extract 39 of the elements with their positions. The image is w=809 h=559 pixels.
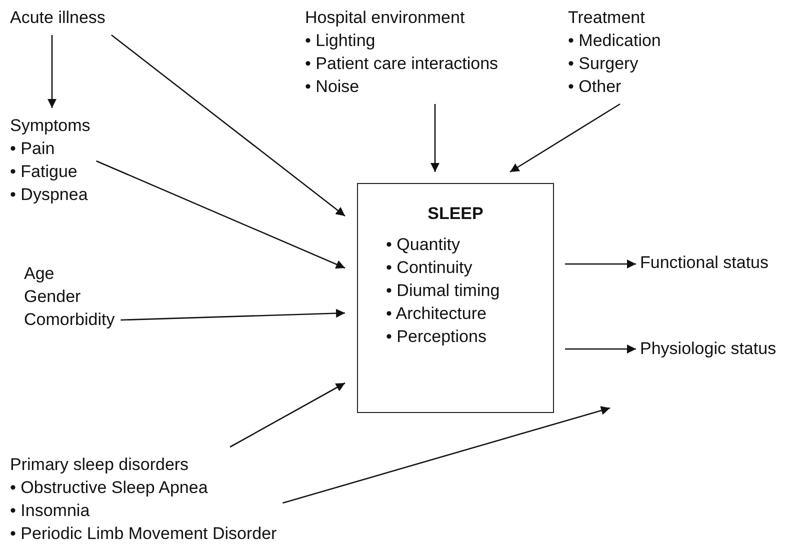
arrow (111, 34, 346, 217)
arrow (282, 406, 610, 504)
list-item: • Fatigue (10, 161, 78, 183)
arrow (230, 382, 346, 448)
list-item: • Pain (10, 138, 56, 160)
arrow (96, 160, 346, 269)
list-item: Gender (24, 286, 82, 308)
list-item: • Dyspnea (10, 184, 89, 206)
list-item: • Quantity (386, 234, 461, 256)
arrow (120, 308, 346, 321)
factor-label: Treatment (568, 7, 646, 29)
factor-label: Physiologic status (640, 338, 776, 360)
factor-label: Acute illness (10, 7, 106, 29)
arrow (430, 104, 440, 172)
list-item: • Continuity (386, 257, 474, 279)
arrow (48, 35, 56, 108)
factor-label: Functional status (640, 252, 769, 274)
arrow (565, 260, 636, 268)
process-box (357, 183, 554, 413)
arrow (565, 344, 636, 354)
list-item: • Insomnia (10, 500, 91, 522)
list-item: • Diumal timing (386, 280, 501, 302)
box-title: SLEEP (426, 203, 484, 225)
factor-label: Age (24, 263, 56, 285)
list-item: • Obstructive Sleep Apnea (10, 477, 209, 499)
arrow (510, 103, 620, 173)
factor-label: Symptoms (10, 115, 90, 137)
list-item: • Patient care interactions (305, 53, 498, 75)
list-item: • Perceptions (386, 326, 488, 348)
factor-label: Primary sleep disorders (10, 454, 190, 476)
list-item: • Noise (305, 76, 360, 98)
factor-label: Hospital environment (305, 7, 466, 29)
list-item: • Architecture (386, 303, 488, 325)
list-item: • Other (568, 76, 622, 98)
list-item: • Lighting (305, 30, 376, 52)
list-item: • Medication (568, 30, 661, 52)
list-item: Comorbidity (24, 309, 115, 331)
list-item: • Periodic Limb Movement Disorder (10, 523, 277, 545)
list-item: • Surgery (568, 53, 640, 75)
